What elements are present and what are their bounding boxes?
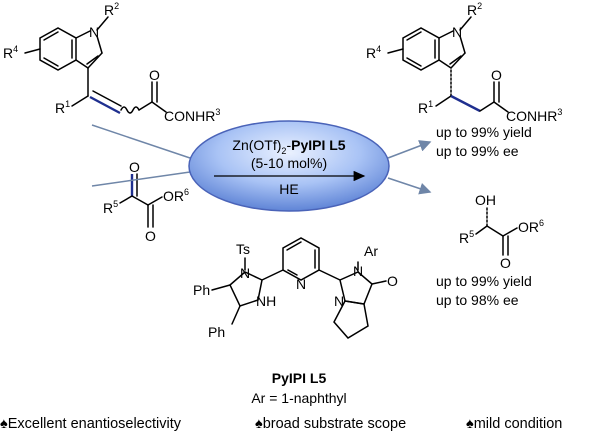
ligand-name: PyIPI L5 [272, 370, 327, 386]
product-1-amide: CONHR3 [506, 107, 562, 124]
substrate-2-ester: OR6 [163, 187, 189, 204]
ligand-ph1: Ph [193, 282, 210, 298]
reaction-scheme: R4 N R2 R1 O CONHR3 R5 O O OR6 Zn(OTf)2-… [3, 1, 562, 406]
substrate-2-r5: R5 [103, 199, 118, 216]
substrate-1-r1: R1 [55, 99, 70, 116]
ligand-ph2: Ph [208, 324, 225, 340]
product-2-ee: up to 98% ee [436, 292, 519, 308]
substrate-2-o-bottom: O [145, 228, 156, 244]
substrate-1-arrow [91, 124, 191, 159]
product-1-ee: up to 99% ee [436, 143, 519, 159]
substrate-1-structure [24, 16, 167, 115]
catalyst-loading: (5-10 mol%) [251, 155, 327, 171]
ligand-o: O [387, 273, 398, 289]
product-1-structure [387, 16, 509, 113]
substrate-1-r4: R4 [3, 44, 18, 61]
ligand-ar: Ar [364, 243, 378, 259]
product-1-r2: R2 [467, 1, 482, 18]
ligand-ar-definition: Ar = 1-naphthyl [251, 390, 346, 406]
product-1-o: O [491, 67, 502, 83]
product-2-yield: up to 99% yield [436, 273, 532, 289]
ligand-n1: N [240, 265, 250, 281]
product-1-r4: R4 [366, 44, 381, 61]
substrate-2-o-top: O [129, 159, 140, 175]
product-2-ester: OR6 [518, 218, 544, 235]
highlight-substrate-scope: ♠broad substrate scope [255, 416, 407, 432]
ligand-n4: N [334, 293, 344, 309]
product-1-arrow [387, 140, 432, 159]
highlight-mild-condition: ♠mild condition [466, 416, 563, 432]
product-2-oh: OH [475, 192, 496, 208]
product-2-o-bottom: O [500, 255, 511, 271]
product-1-yield: up to 99% yield [436, 124, 532, 140]
substrate-2-arrow [91, 171, 191, 187]
substrate-2-structure [119, 173, 163, 228]
catalyst-ellipse [188, 120, 390, 212]
substrate-1-o: O [149, 67, 160, 83]
reductant-label: HE [279, 181, 298, 197]
ligand-n3: N [353, 263, 363, 279]
product-2-r5: R5 [459, 229, 474, 246]
product-1-r1: R1 [418, 99, 433, 116]
ligand-ts: Ts [236, 241, 250, 257]
product-1-n: N [452, 24, 462, 40]
substrate-1-n: N [89, 24, 99, 40]
ligand-structure [211, 237, 387, 339]
catalyst-label: Zn(OTf)2-PyIPI L5 [232, 137, 345, 156]
highlight-enantioselectivity: ♠Excellent enantioselectivity [0, 416, 181, 432]
ligand-nh: NH [256, 293, 276, 309]
product-2-structure [475, 207, 518, 256]
substrate-1-r2: R2 [104, 1, 119, 18]
substrate-1-amide: CONHR3 [164, 107, 220, 124]
ligand-n-pyridine: N [296, 276, 306, 292]
product-2-arrow [387, 177, 432, 195]
highlights-bar: ♠Excellent enantioselectivity ♠broad sub… [0, 416, 596, 436]
